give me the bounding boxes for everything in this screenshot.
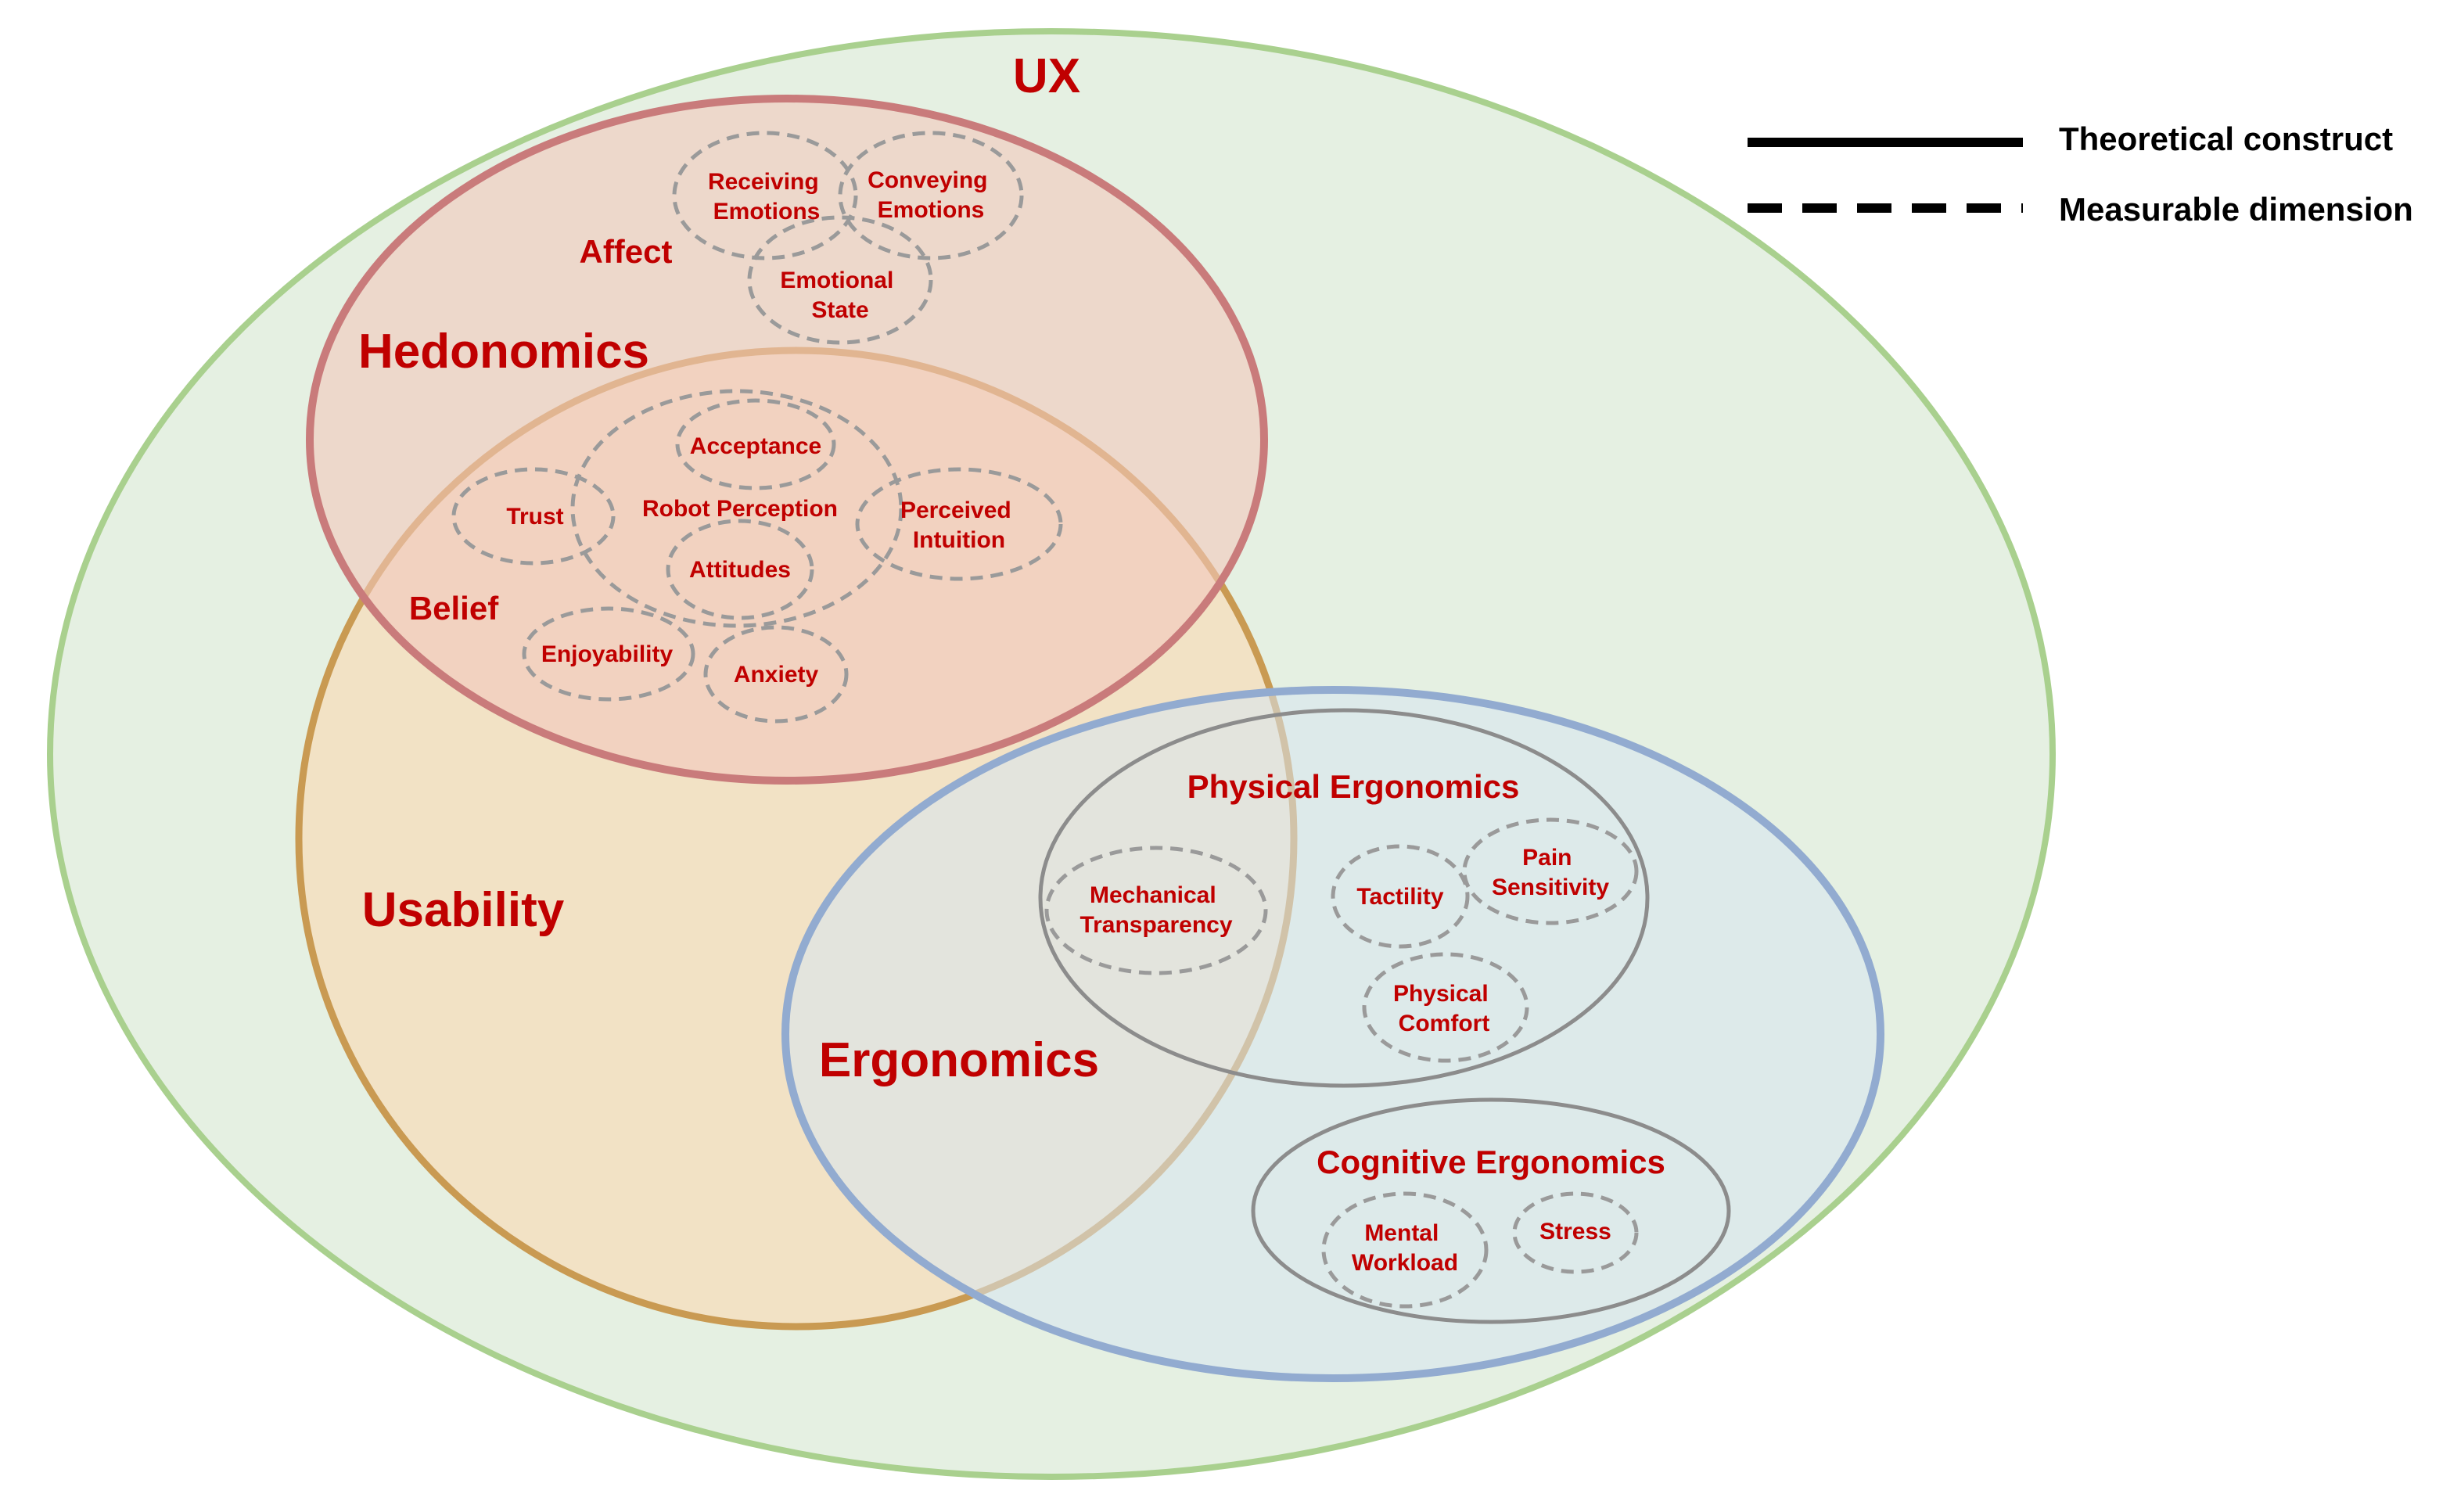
emotional-state-ellipse: [747, 215, 933, 345]
label-stress: Stress: [1539, 1219, 1611, 1244]
label-acceptance: Acceptance: [690, 433, 821, 459]
cognitive-ergonomics-region: [1251, 1097, 1731, 1324]
label-usability: Usability: [362, 883, 565, 937]
label-robot-perception: Robot Perception: [642, 496, 838, 522]
acceptance-ellipse: [675, 398, 836, 490]
legend-theoretical-label: Theoretical construct: [2059, 120, 2393, 157]
label-receiving-emotions: Receiving Emotions: [708, 169, 825, 224]
perceived-intuition-ellipse: [855, 467, 1063, 581]
label-affect: Affect: [579, 233, 672, 270]
robot-perception-region: [570, 389, 903, 628]
label-conveying-emotions: Conveying Emotions: [868, 167, 994, 223]
label-anxiety: Anxiety: [734, 662, 819, 688]
label-cognitive-ergonomics: Cognitive Ergonomics: [1317, 1144, 1665, 1180]
label-ux: UX: [1013, 49, 1080, 103]
enjoyability-ellipse: [522, 606, 695, 702]
mechanical-transparency-ellipse: [1044, 846, 1268, 975]
label-physical-comfort: Physical Comfort: [1393, 981, 1495, 1036]
legend-measurable-label: Measurable dimension: [2059, 191, 2413, 228]
label-mental-workload: Mental Workload: [1352, 1220, 1458, 1276]
label-belief: Belief: [409, 590, 499, 627]
label-attitudes: Attitudes: [689, 557, 791, 583]
attitudes-ellipse: [666, 519, 814, 620]
stress-ellipse: [1512, 1191, 1639, 1274]
label-ergonomics: Ergonomics: [819, 1033, 1099, 1087]
label-emotional-state: Emotional State: [780, 268, 900, 323]
physical-comfort-ellipse: [1362, 952, 1529, 1063]
label-physical-ergonomics: Physical Ergonomics: [1187, 768, 1520, 805]
label-perceived-intuition: Perceived Intuition: [900, 497, 1018, 553]
receiving-emotions-ellipse: [672, 131, 858, 260]
pain-sensitivity-ellipse: [1462, 817, 1639, 925]
label-trust: Trust: [506, 504, 563, 530]
label-pain-sensitivity: Pain Sensitivity: [1492, 845, 1609, 900]
label-hedonomics: Hedonomics: [358, 325, 649, 379]
tactility-ellipse: [1331, 844, 1470, 949]
anxiety-ellipse: [703, 625, 849, 724]
ergonomics-region: [781, 686, 1884, 1382]
mental-workload-ellipse: [1321, 1191, 1489, 1309]
trust-ellipse: [451, 467, 616, 566]
hedonomics-region: [306, 95, 1268, 785]
label-enjoyability: Enjoyability: [541, 641, 674, 667]
physical-ergonomics-region: [1038, 708, 1650, 1088]
legend: Theoretical construct Measurable dimensi…: [1748, 120, 2413, 228]
label-mechanical-transparency: Mechanical Transparency: [1080, 882, 1232, 938]
conveying-emotions-ellipse: [838, 131, 1024, 260]
label-tactility: Tactility: [1356, 884, 1443, 910]
